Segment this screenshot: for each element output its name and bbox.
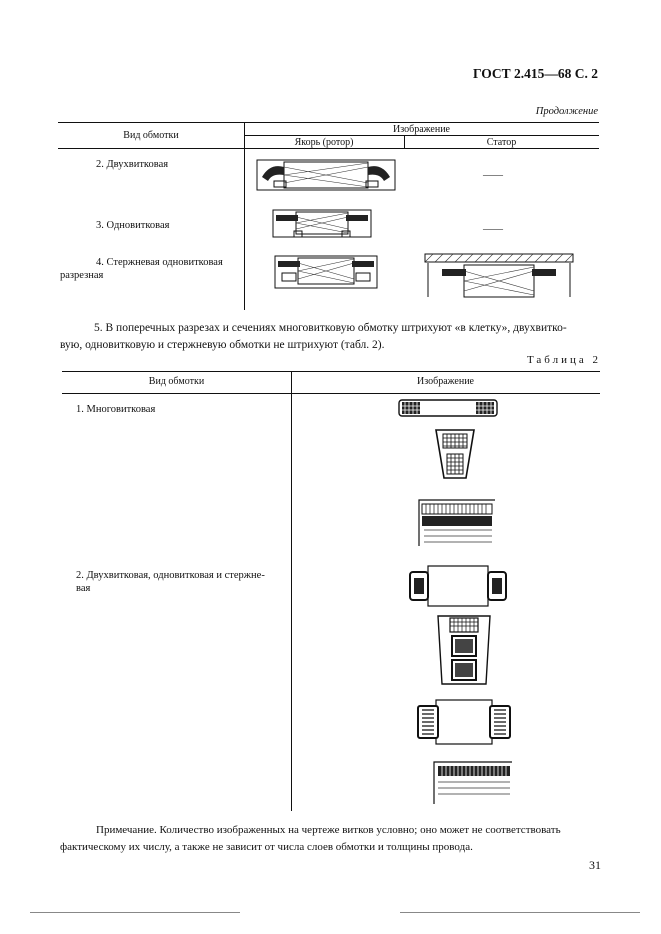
paragraph-line-1: 5. В поперечных разрезах и сечениях мног… bbox=[94, 322, 567, 334]
bar-overhang-drawing bbox=[433, 761, 512, 804]
table2-row-other-line1: 2. Двухвитковая, одновитковая и стержне- bbox=[76, 570, 265, 581]
table1-stator-dash-2: —— bbox=[483, 224, 503, 235]
table1-stator-dash-1: —— bbox=[483, 170, 503, 181]
table2-row-other-line2: вая bbox=[76, 583, 91, 594]
table1-subheader-rotor: Якорь (ротор) bbox=[294, 137, 354, 148]
table2-caption: Таблица 2 bbox=[526, 354, 601, 366]
note-line-1: Примечание. Количество изображенных на ч… bbox=[96, 824, 561, 836]
continuation-label: Продолжение bbox=[535, 106, 598, 117]
multi-turn-slot-drawing bbox=[435, 429, 475, 479]
bottom-edge-line-2 bbox=[400, 912, 640, 913]
multi-turn-coil-section-drawing bbox=[398, 399, 498, 417]
multi-turn-overhang-drawing bbox=[418, 499, 495, 546]
note-line-2: фактическому их числу, а также не зависи… bbox=[60, 841, 473, 853]
table1-row-single-turn: 3. Одновитковая bbox=[96, 220, 170, 231]
table1-row-bar-line2: разрезная bbox=[60, 270, 104, 281]
table1-row-bar-line1: 4. Стержневая одновитковая bbox=[96, 257, 223, 268]
table2-header-type: Вид обмотки bbox=[148, 376, 205, 387]
table1-row-two-turn: 2. Двухвитковая bbox=[96, 159, 169, 170]
rotor-single-turn-drawing bbox=[272, 209, 372, 238]
table1-header-image: Изображение bbox=[393, 124, 450, 135]
table1-subheader-stator: Статор bbox=[486, 137, 517, 148]
table2-row-multi-turn: 1. Многовитковая bbox=[76, 404, 156, 415]
table2-header-image: Изображение bbox=[417, 376, 474, 387]
coil-slot-plain-drawing bbox=[437, 615, 491, 685]
table1-header-type: Вид обмотки bbox=[123, 130, 179, 141]
bar-coil-section-drawing bbox=[417, 699, 511, 745]
page-header-title: ГОСТ 2.415—68 С. 2 bbox=[472, 66, 598, 81]
page-number: 31 bbox=[589, 858, 601, 872]
coil-section-plain-drawing bbox=[409, 565, 507, 607]
paragraph-line-2: вую, одновитковую и стержневую обмотки н… bbox=[60, 339, 385, 351]
rotor-two-turn-drawing bbox=[256, 159, 396, 191]
rotor-bar-drawing bbox=[274, 255, 378, 289]
stator-bar-drawing bbox=[424, 253, 574, 298]
bottom-edge-line bbox=[30, 912, 240, 913]
